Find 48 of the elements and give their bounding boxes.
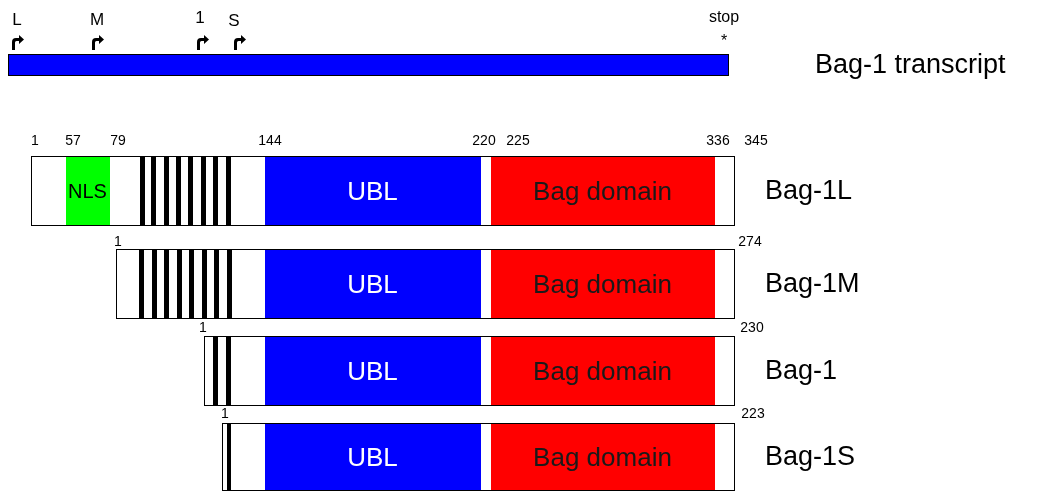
domain-block <box>490 157 715 225</box>
residue-number: 1 <box>221 405 229 421</box>
protein-name: Bag-1 <box>765 354 838 386</box>
start-site-label: S <box>228 11 240 30</box>
stop-label: stop <box>708 8 740 26</box>
domain-block <box>490 424 715 490</box>
residue-number: 1 <box>199 319 207 335</box>
protein-bar <box>31 156 735 226</box>
residue-number: 79 <box>110 132 126 148</box>
domain-block <box>264 424 481 490</box>
stop-label: * <box>720 32 728 50</box>
residue-number: 225 <box>506 132 530 148</box>
start-site-label: 1 <box>195 8 205 27</box>
residue-number: 345 <box>744 132 768 148</box>
domain-label: UBL <box>347 268 398 300</box>
domain-label: Bag domain <box>533 441 672 473</box>
domain-label: Bag domain <box>533 268 672 300</box>
domain-label: Bag domain <box>533 355 672 387</box>
domain-block <box>264 337 481 405</box>
start-site-label: L <box>12 10 22 29</box>
residue-number: 274 <box>738 233 762 249</box>
protein-name: Bag-1L <box>765 174 853 206</box>
domain-label: UBL <box>347 441 398 473</box>
protein-bar <box>222 423 735 491</box>
protein-name: Bag-1S <box>765 440 856 472</box>
domain-label: UBL <box>347 175 398 207</box>
domain-label: Bag domain <box>533 175 672 207</box>
domain-label: NLS <box>68 179 107 203</box>
residue-number: 1 <box>114 233 122 249</box>
domain-label: UBL <box>347 355 398 387</box>
domain-block <box>490 250 715 318</box>
domain-block <box>65 157 110 225</box>
residue-number: 1 <box>31 132 39 148</box>
start-site-label: M <box>89 10 105 29</box>
residue-number: 336 <box>706 132 730 148</box>
domain-block <box>264 157 481 225</box>
protein-name: Bag-1 transcript <box>815 48 1006 80</box>
protein-bar <box>204 336 735 406</box>
protein-bar <box>116 249 735 319</box>
domain-block <box>490 337 715 405</box>
residue-number: 230 <box>740 319 764 335</box>
transcript-bar <box>8 54 729 76</box>
residue-number: 144 <box>258 132 282 148</box>
protein-name: Bag-1M <box>765 267 860 299</box>
residue-number: 57 <box>65 132 81 148</box>
residue-number: 220 <box>472 132 496 148</box>
domain-block <box>264 250 481 318</box>
residue-number: 223 <box>741 405 765 421</box>
